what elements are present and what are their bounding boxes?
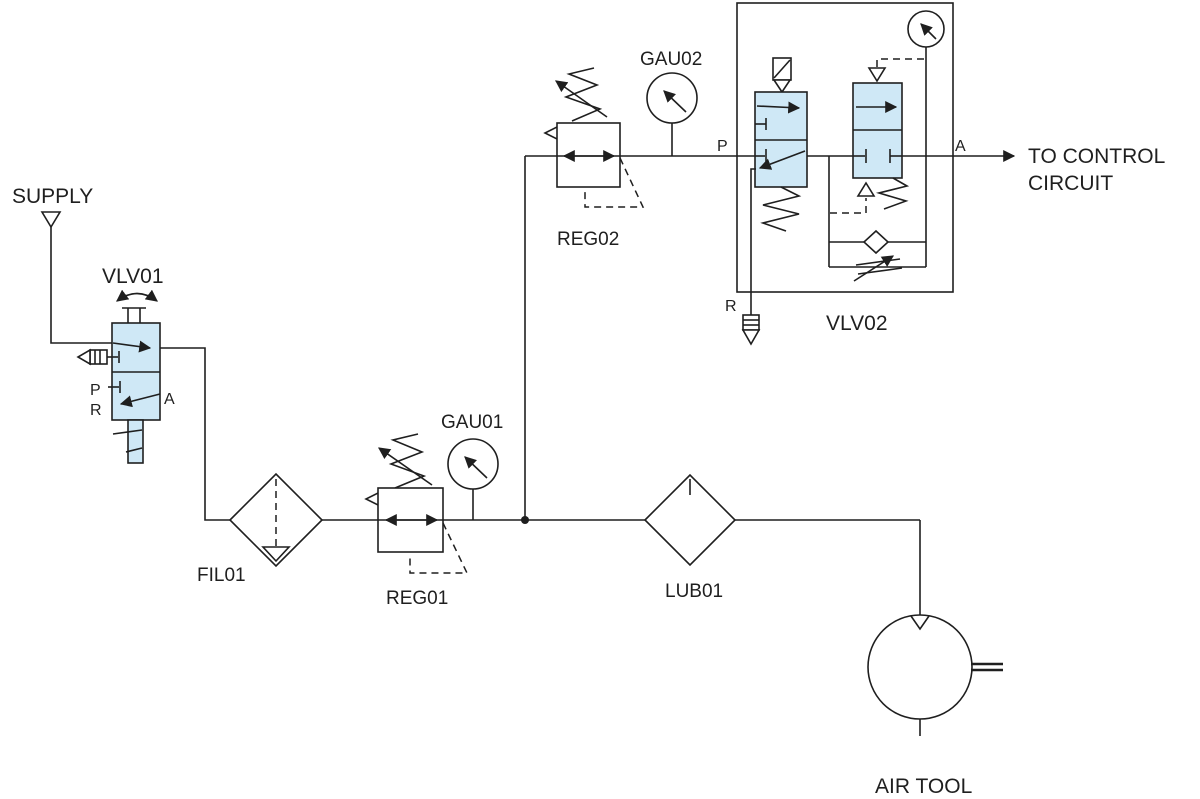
filter-drain-triangle-icon bbox=[261, 546, 291, 563]
reg01-adjust-arrow-icon bbox=[378, 447, 433, 486]
vlv02-assembly: P A R VLV02 bbox=[717, 2, 966, 346]
vlv02-port-a-label: A bbox=[955, 138, 966, 155]
vlv02-left-operator-diagonal bbox=[773, 59, 791, 79]
reg02-pilot-dashed-line bbox=[584, 157, 645, 208]
vlv02-port-p-label: P bbox=[717, 138, 728, 155]
reg02-body bbox=[556, 122, 621, 188]
check-valve-icon bbox=[862, 229, 890, 255]
flow-control-icon bbox=[853, 255, 903, 282]
vlv02-label: VLV02 bbox=[826, 312, 888, 335]
vlv02-right-spring-icon bbox=[875, 177, 910, 210]
vlv02-right-pilot-dashed-bottom bbox=[830, 198, 867, 214]
vlv02-left-spring-icon bbox=[760, 186, 802, 232]
vlv02-gauge-needle-icon bbox=[920, 23, 937, 40]
reg02-adjust-arrow-icon bbox=[555, 80, 608, 118]
fil01-filter: FIL01 bbox=[197, 472, 324, 586]
gau01-label: GAU01 bbox=[441, 412, 503, 433]
vlv01-flow-arrow bbox=[112, 340, 152, 353]
vlv02-r-exhaust-pipe bbox=[750, 168, 756, 315]
vlv01-blocked-port-icon bbox=[108, 381, 121, 393]
vlv02-left-flow-arrow bbox=[756, 101, 801, 114]
vlv01-exhaust-muffler-icon bbox=[76, 348, 120, 366]
lub01-lubricator: LUB01 bbox=[643, 473, 737, 602]
vlv01-pushrod-icon bbox=[122, 307, 146, 323]
vlv02-left-pilot-triangle-icon bbox=[772, 79, 792, 94]
reg01-pilot-dashed-line bbox=[409, 522, 469, 574]
vlv02-port-r-label: R bbox=[725, 298, 737, 315]
vlv02-speed-control-loop bbox=[829, 229, 926, 282]
vlv01-outlet-pipe bbox=[160, 347, 230, 521]
lubricator-symbol bbox=[643, 473, 737, 567]
lub01-label: LUB01 bbox=[665, 581, 723, 602]
fil01-label: FIL01 bbox=[197, 565, 246, 586]
gau02-gauge: GAU02 bbox=[640, 49, 702, 156]
gau02-label: GAU02 bbox=[640, 49, 702, 70]
air-tool-label: AIR TOOL bbox=[875, 775, 972, 798]
air-tool-inlet-notch-icon bbox=[910, 615, 930, 631]
pipe-lines bbox=[50, 150, 1016, 615]
reg01-label: REG01 bbox=[386, 588, 448, 609]
reg02-label: REG02 bbox=[557, 229, 619, 250]
vlv02-left-exhaust-arrow bbox=[758, 150, 806, 170]
vlv01-label: VLV01 bbox=[102, 265, 164, 288]
supply-source: SUPPLY bbox=[12, 185, 93, 229]
reg02-spring-icon bbox=[563, 67, 603, 122]
vlv02-right-pilot-dashed-top bbox=[876, 58, 926, 67]
reg01-spring-icon bbox=[388, 433, 427, 489]
reg02-regulator: REG02 bbox=[543, 67, 645, 250]
to-control-circuit: TO CONTROL CIRCUIT bbox=[1028, 145, 1165, 195]
supply-label: SUPPLY bbox=[12, 185, 93, 208]
to-control-label-line1: TO CONTROL bbox=[1028, 145, 1165, 168]
vlv02-enclosure bbox=[736, 2, 954, 293]
supply-pipe bbox=[50, 227, 112, 344]
air-tool-shaft-icon bbox=[971, 662, 1003, 672]
vlv02-silencer-icon bbox=[741, 314, 761, 346]
vlv01-spring-icon bbox=[112, 419, 144, 464]
vlv01-port-p-label: P bbox=[90, 382, 101, 399]
vlv02-right-pilot-triangle-up-icon bbox=[856, 181, 876, 197]
reg01-regulator: REG01 bbox=[364, 433, 469, 609]
vlv02-right-valve bbox=[830, 58, 926, 214]
vlv01-port-a-label: A bbox=[164, 391, 175, 408]
air-tool-symbol bbox=[867, 614, 973, 720]
gau01-gauge: GAU01 bbox=[441, 412, 503, 520]
vlv02-right-pilot-triangle-down-icon bbox=[867, 67, 887, 83]
gau02-needle-icon bbox=[663, 90, 687, 113]
vlv01-valve: VLV01 P R A bbox=[76, 265, 175, 464]
supply-triangle-icon bbox=[40, 211, 62, 229]
vlv02-left-valve bbox=[741, 57, 808, 346]
gau01-needle-icon bbox=[464, 456, 488, 479]
vlv01-port-r-label: R bbox=[90, 402, 102, 419]
air-tool: AIR TOOL bbox=[867, 614, 1003, 798]
to-control-label-line2: CIRCUIT bbox=[1028, 172, 1113, 195]
vlv01-rotary-arrow-icon bbox=[116, 289, 158, 302]
vlv01-a-to-r-arrow bbox=[119, 393, 161, 408]
